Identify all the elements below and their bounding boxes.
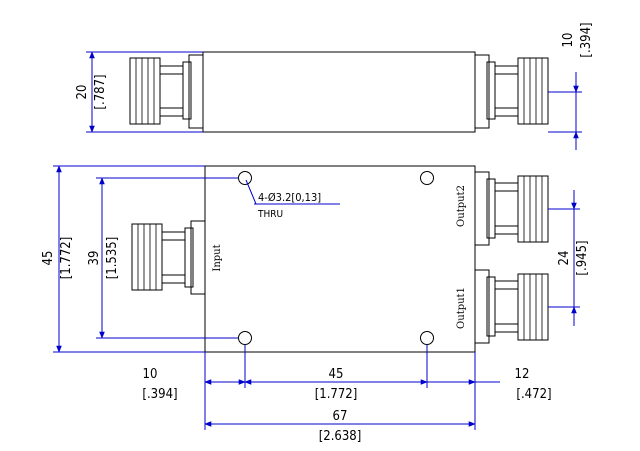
dim-hole-spacing-horizontal-metric: 45 bbox=[329, 367, 344, 382]
dim-top-height-imperial: [.787] bbox=[93, 74, 108, 109]
dim-hole-offset-imperial: [.394] bbox=[142, 387, 177, 402]
dim-hole-offset: 10 [.394] bbox=[142, 367, 246, 402]
mounting-hole-bottom-left bbox=[238, 331, 252, 345]
dim-hole-spacing-vertical-imperial: [1.535] bbox=[105, 237, 120, 280]
dim-hole-spacing-horizontal: 45 [1.772] bbox=[244, 367, 428, 402]
dim-total-height-imperial: [1.772] bbox=[59, 237, 74, 280]
side-view-left-connector bbox=[129, 54, 204, 129]
dim-total-length: 67 [2.638] bbox=[204, 409, 476, 444]
dim-total-height: 45 [1.772] bbox=[41, 165, 205, 353]
dim-total-length-imperial: [2.638] bbox=[319, 429, 362, 444]
plan-view: Input Output2 Output1 4-Ø3.2[0,13] THRU … bbox=[41, 165, 590, 444]
dim-top-connector-offset-imperial: [.394] bbox=[579, 22, 594, 57]
dim-output-spacing-metric: 24 bbox=[557, 251, 572, 266]
plan-view-body bbox=[204, 165, 476, 353]
dim-connector-length: 12 [.472] bbox=[427, 367, 552, 402]
hole-callout: 4-Ø3.2[0,13] THRU bbox=[245, 179, 340, 220]
output2-connector bbox=[474, 171, 549, 246]
dim-total-length-metric: 67 bbox=[333, 409, 348, 424]
hole-callout-thru: THRU bbox=[257, 209, 283, 220]
dim-top-connector-offset: 10 [.394] bbox=[548, 22, 594, 150]
dim-total-height-metric: 45 bbox=[41, 251, 56, 266]
dim-connector-length-metric: 12 bbox=[515, 367, 530, 382]
dim-top-height-metric: 20 bbox=[75, 85, 90, 100]
hole-callout-spec: 4-Ø3.2[0,13] bbox=[258, 191, 321, 204]
dim-hole-offset-metric: 10 bbox=[143, 367, 158, 382]
dim-output-spacing: 24 [.945] bbox=[548, 190, 590, 326]
mounting-hole-top-right bbox=[420, 171, 434, 185]
side-view-body bbox=[202, 51, 476, 133]
output1-connector bbox=[474, 269, 549, 344]
dim-connector-length-imperial: [.472] bbox=[516, 387, 551, 402]
dim-top-connector-offset-metric: 10 bbox=[561, 33, 576, 48]
side-view-right-connector bbox=[474, 54, 549, 129]
input-label: Input bbox=[212, 244, 223, 271]
dim-output-spacing-imperial: [.945] bbox=[575, 240, 590, 275]
output2-label: Output2 bbox=[456, 185, 467, 227]
output1-label: Output1 bbox=[456, 287, 467, 329]
input-connector bbox=[131, 220, 206, 295]
dim-hole-spacing-vertical-metric: 39 bbox=[87, 251, 102, 266]
dim-hole-spacing-horizontal-imperial: [1.772] bbox=[315, 387, 358, 402]
mounting-hole-bottom-right bbox=[420, 331, 434, 345]
dim-hole-spacing-vertical: 39 [1.535] bbox=[87, 177, 238, 339]
dim-top-height: 20 [.787] bbox=[75, 51, 203, 133]
side-view: 20 [.787] 10 [.394] bbox=[75, 22, 594, 150]
mounting-hole-top-left bbox=[238, 171, 252, 185]
